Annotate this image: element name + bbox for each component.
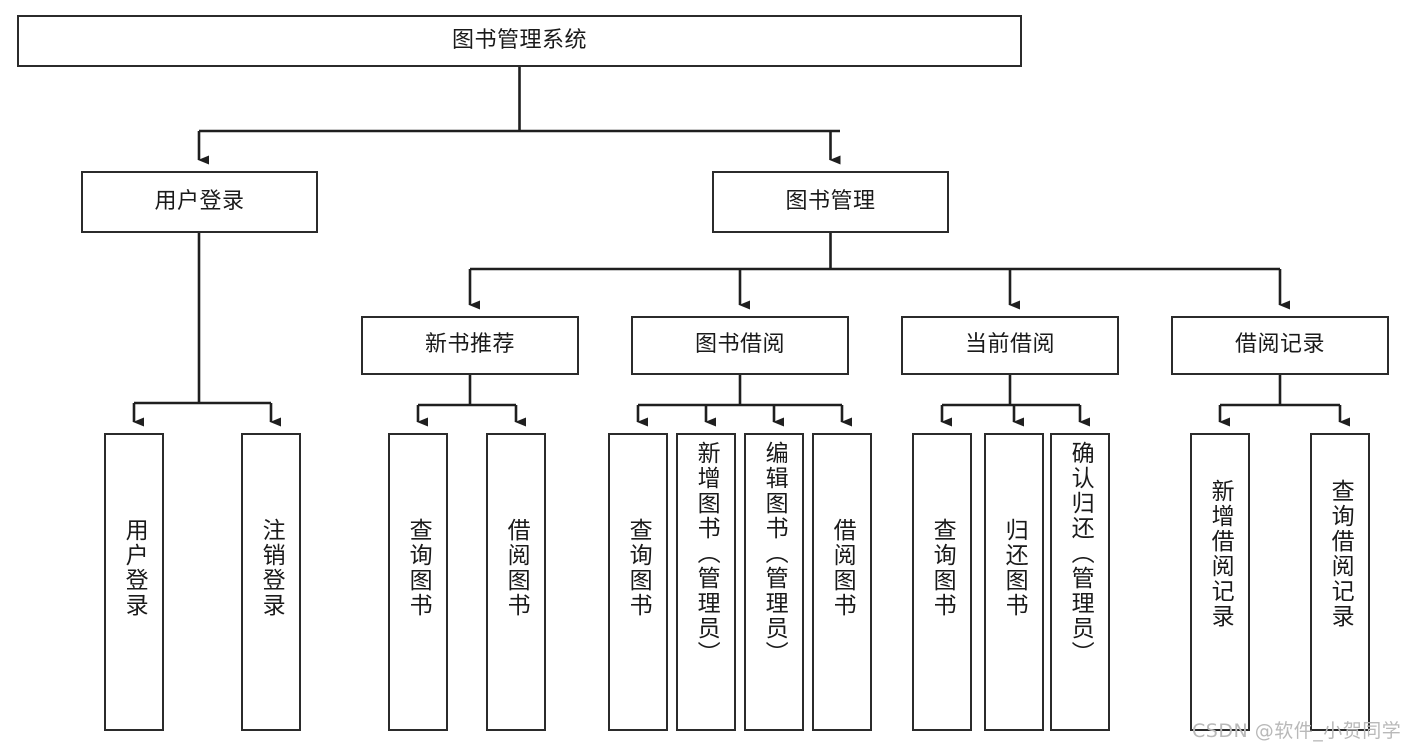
node-user-login[interactable]: 用户登录 xyxy=(81,171,318,233)
node-leaf-query-record-label: 查询借阅记录 xyxy=(1327,479,1354,629)
node-new-book-rec-label: 新书推荐 xyxy=(424,332,515,358)
node-leaf-query-book-cur[interactable]: 查询图书 xyxy=(912,433,972,731)
node-root-system[interactable]: 图书管理系统 xyxy=(17,15,1022,67)
node-new-book-rec[interactable]: 新书推荐 xyxy=(361,316,579,375)
node-leaf-borrow-book-label: 借阅图书 xyxy=(829,518,856,618)
edges-root-to-level2 xyxy=(197,67,841,165)
node-leaf-add-book-label: 新增图书（管理员） xyxy=(693,441,720,666)
node-book-manage-label: 图书管理 xyxy=(785,188,876,214)
node-user-login-label: 用户登录 xyxy=(154,188,245,214)
edges-newbookrec-to-leaves xyxy=(416,375,526,427)
csdn-watermark: CSDN @软件_小贺同学 xyxy=(1192,716,1401,743)
node-leaf-edit-book-label: 编辑图书（管理员） xyxy=(761,441,788,666)
node-book-borrow-label: 图书借阅 xyxy=(694,332,785,358)
edges-login-to-leaves xyxy=(132,233,281,427)
node-leaf-confirm-return[interactable]: 确认归还（管理员） xyxy=(1050,433,1110,731)
node-leaf-return-book-label: 归还图书 xyxy=(1001,518,1028,618)
node-leaf-borrow-book-rec[interactable]: 借阅图书 xyxy=(486,433,546,731)
node-leaf-query-book-borrow-label: 查询图书 xyxy=(625,518,652,618)
node-leaf-user-login[interactable]: 用户登录 xyxy=(104,433,164,731)
node-leaf-edit-book[interactable]: 编辑图书（管理员） xyxy=(744,433,804,731)
node-leaf-logout[interactable]: 注销登录 xyxy=(241,433,301,731)
edges-bookmanage-to-level3 xyxy=(468,233,1290,310)
node-leaf-borrow-book[interactable]: 借阅图书 xyxy=(812,433,872,731)
node-leaf-add-book[interactable]: 新增图书（管理员） xyxy=(676,433,736,731)
node-leaf-add-record-label: 新增借阅记录 xyxy=(1207,479,1234,629)
node-book-manage[interactable]: 图书管理 xyxy=(712,171,949,233)
node-borrow-record-label: 借阅记录 xyxy=(1234,332,1325,358)
node-root-system-label: 图书管理系统 xyxy=(451,27,587,53)
node-current-borrow[interactable]: 当前借阅 xyxy=(901,316,1119,375)
edges-borrowrecord-to-leaves xyxy=(1218,375,1350,427)
node-leaf-confirm-return-label: 确认归还（管理员） xyxy=(1067,441,1094,666)
node-leaf-borrow-book-rec-label: 借阅图书 xyxy=(503,518,530,618)
node-leaf-return-book[interactable]: 归还图书 xyxy=(984,433,1044,731)
node-book-borrow[interactable]: 图书借阅 xyxy=(631,316,849,375)
node-leaf-user-login-label: 用户登录 xyxy=(121,518,148,618)
node-leaf-query-book-rec-label: 查询图书 xyxy=(405,518,432,618)
node-leaf-logout-label: 注销登录 xyxy=(258,518,285,618)
node-borrow-record[interactable]: 借阅记录 xyxy=(1171,316,1389,375)
node-leaf-query-book-borrow[interactable]: 查询图书 xyxy=(608,433,668,731)
node-leaf-query-record[interactable]: 查询借阅记录 xyxy=(1310,433,1370,731)
node-leaf-query-book-cur-label: 查询图书 xyxy=(929,518,956,618)
node-leaf-add-record[interactable]: 新增借阅记录 xyxy=(1190,433,1250,731)
edges-bookborrow-to-leaves xyxy=(636,375,852,427)
node-leaf-query-book-rec[interactable]: 查询图书 xyxy=(388,433,448,731)
csdn-watermark-text: CSDN @软件_小贺同学 xyxy=(1192,720,1402,742)
node-current-borrow-label: 当前借阅 xyxy=(964,332,1055,358)
edges-currentborrow-to-leaves xyxy=(940,375,1090,427)
